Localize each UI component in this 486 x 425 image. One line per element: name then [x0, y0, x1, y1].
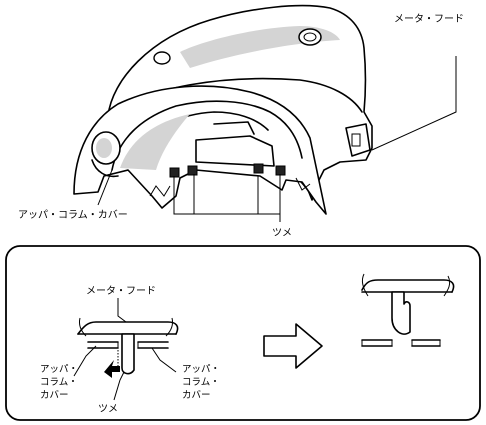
- svg-text:コラム・: コラム・: [182, 377, 220, 388]
- claw-stem-released: [391, 291, 411, 335]
- label-left-cover: アッパ・ コラム・ カバー: [40, 364, 78, 401]
- label-claw-top: ツメ: [272, 228, 292, 239]
- label-claw-detail: ツメ: [98, 404, 118, 415]
- hood-side-bracket: [345, 123, 371, 157]
- label-upper-column-cover-top: アッパ・コラム・カバー: [18, 209, 128, 221]
- label-meter-hood-top: メータ・フード: [394, 13, 464, 25]
- detail-after: [361, 273, 455, 347]
- assembly-illustration: [73, 4, 373, 215]
- hood-opening-left: [153, 51, 171, 65]
- detail-before: [77, 317, 179, 378]
- detail-frame: [5, 245, 481, 421]
- upper-column-cover: [73, 85, 327, 215]
- svg-text:アッパ・: アッパ・: [40, 364, 78, 375]
- leader-lines-top: [97, 56, 457, 222]
- leader-lines-detail: [73, 298, 177, 401]
- claw-stem: [121, 333, 135, 375]
- label-right-cover: アッパ・ コラム・ カバー: [182, 364, 220, 401]
- svg-text:コラム・: コラム・: [40, 377, 78, 388]
- svg-text:カバー: カバー: [182, 390, 211, 401]
- push-arrow: [104, 360, 120, 378]
- hood-opening-right: [298, 28, 322, 46]
- svg-text:カバー: カバー: [40, 390, 69, 401]
- direction-arrow: [263, 323, 323, 369]
- svg-text:アッパ・: アッパ・: [182, 364, 220, 375]
- claw-tabs: [169, 163, 286, 178]
- label-meter-hood-detail: メータ・フード: [86, 285, 156, 297]
